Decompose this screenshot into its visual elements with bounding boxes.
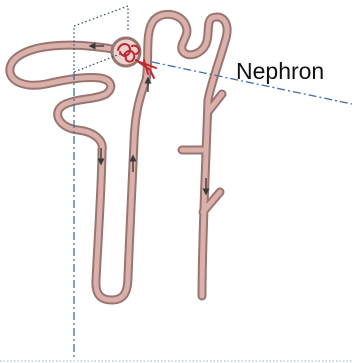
nephron-label: Nephron	[236, 60, 324, 83]
